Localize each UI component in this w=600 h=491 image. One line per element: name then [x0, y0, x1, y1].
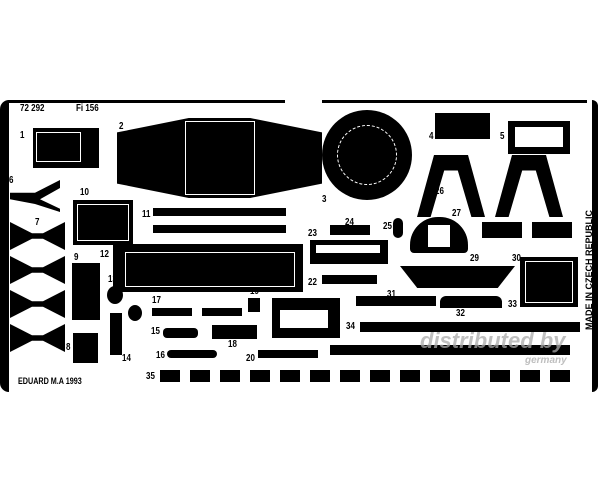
- part-27: [410, 217, 468, 253]
- label-4: 4: [429, 131, 434, 142]
- part-11a: [153, 208, 286, 216]
- part-26a: [417, 155, 485, 217]
- part-4: [435, 113, 490, 139]
- part-32-33: [440, 296, 502, 308]
- part-30: [520, 257, 578, 307]
- label-33: 33: [508, 299, 517, 310]
- label-29: 29: [470, 253, 479, 264]
- part-22: [322, 275, 377, 284]
- label-30: 30: [512, 253, 521, 264]
- part-35-row: [160, 370, 580, 382]
- label-6: 6: [9, 175, 14, 186]
- part-8: [73, 333, 98, 363]
- part-34-row1: [360, 322, 580, 332]
- label-13: 13: [108, 274, 117, 285]
- label-12: 12: [100, 249, 109, 260]
- label-27: 27: [452, 208, 461, 219]
- part-1: [33, 128, 99, 168]
- label-28: 28: [502, 227, 511, 238]
- part-17b: [202, 308, 242, 316]
- label-16: 16: [156, 350, 165, 361]
- part-28a: [482, 222, 522, 238]
- part-19: [248, 298, 260, 312]
- part-31: [356, 296, 436, 306]
- label-10: 10: [80, 187, 89, 198]
- label-11: 11: [142, 209, 151, 220]
- fret-origin: MADE IN CZECH REPUBLIC: [584, 209, 594, 330]
- part-28b: [532, 222, 572, 238]
- part-14: [110, 313, 122, 355]
- label-5: 5: [500, 131, 505, 142]
- fret-frame-top-right: [322, 100, 587, 103]
- part-2: [117, 118, 322, 198]
- label-22: 22: [308, 277, 317, 288]
- label-24: 24: [345, 217, 354, 228]
- part-3: [322, 110, 412, 200]
- label-18: 18: [228, 339, 237, 350]
- label-35: 35: [146, 371, 155, 382]
- part-11b: [153, 225, 286, 233]
- label-25: 25: [383, 221, 392, 232]
- label-8: 8: [66, 342, 71, 353]
- fret-footer: EDUARD M.A 1993: [18, 376, 82, 386]
- part-12: [113, 244, 303, 292]
- part-7-stack: [10, 222, 65, 352]
- label-1: 1: [20, 130, 25, 141]
- part-15: [163, 328, 198, 338]
- part-17a: [152, 308, 192, 316]
- part-16: [167, 350, 217, 358]
- label-21: 21: [290, 297, 299, 308]
- part-29: [400, 266, 515, 288]
- label-2: 2: [119, 121, 124, 132]
- part-13a: [107, 286, 123, 304]
- label-34: 34: [346, 321, 355, 332]
- fret-code: 72 292: [20, 103, 45, 114]
- part-26b: [495, 155, 563, 217]
- label-20: 20: [246, 353, 255, 364]
- label-9: 9: [74, 252, 79, 263]
- label-23: 23: [308, 228, 317, 239]
- part-20: [258, 350, 318, 358]
- part-21: [272, 298, 340, 338]
- fret-frame-top-left: [8, 100, 285, 103]
- label-26: 26: [435, 186, 444, 197]
- label-32: 32: [456, 308, 465, 319]
- fret-frame-right: [592, 100, 598, 392]
- part-25: [393, 218, 403, 238]
- label-19: 19: [250, 286, 259, 297]
- part-18: [212, 325, 257, 339]
- label-14: 14: [122, 353, 131, 364]
- label-31: 31: [387, 289, 396, 300]
- part-13b: [128, 305, 142, 321]
- label-17: 17: [152, 295, 161, 306]
- part-9: [72, 263, 100, 320]
- label-15: 15: [151, 326, 160, 337]
- part-6: [10, 180, 60, 212]
- part-24: [330, 225, 370, 235]
- fret-model: Fi 156: [76, 103, 99, 114]
- label-3: 3: [322, 194, 327, 205]
- watermark-distributed-by: distributed by: [420, 328, 566, 353]
- label-7: 7: [35, 217, 40, 228]
- fret-frame-left: [0, 100, 9, 392]
- part-34-row2: [330, 345, 570, 355]
- part-5: [508, 121, 570, 154]
- watermark-germany: germany: [525, 355, 567, 366]
- part-10: [73, 200, 133, 245]
- part-23: [310, 240, 388, 264]
